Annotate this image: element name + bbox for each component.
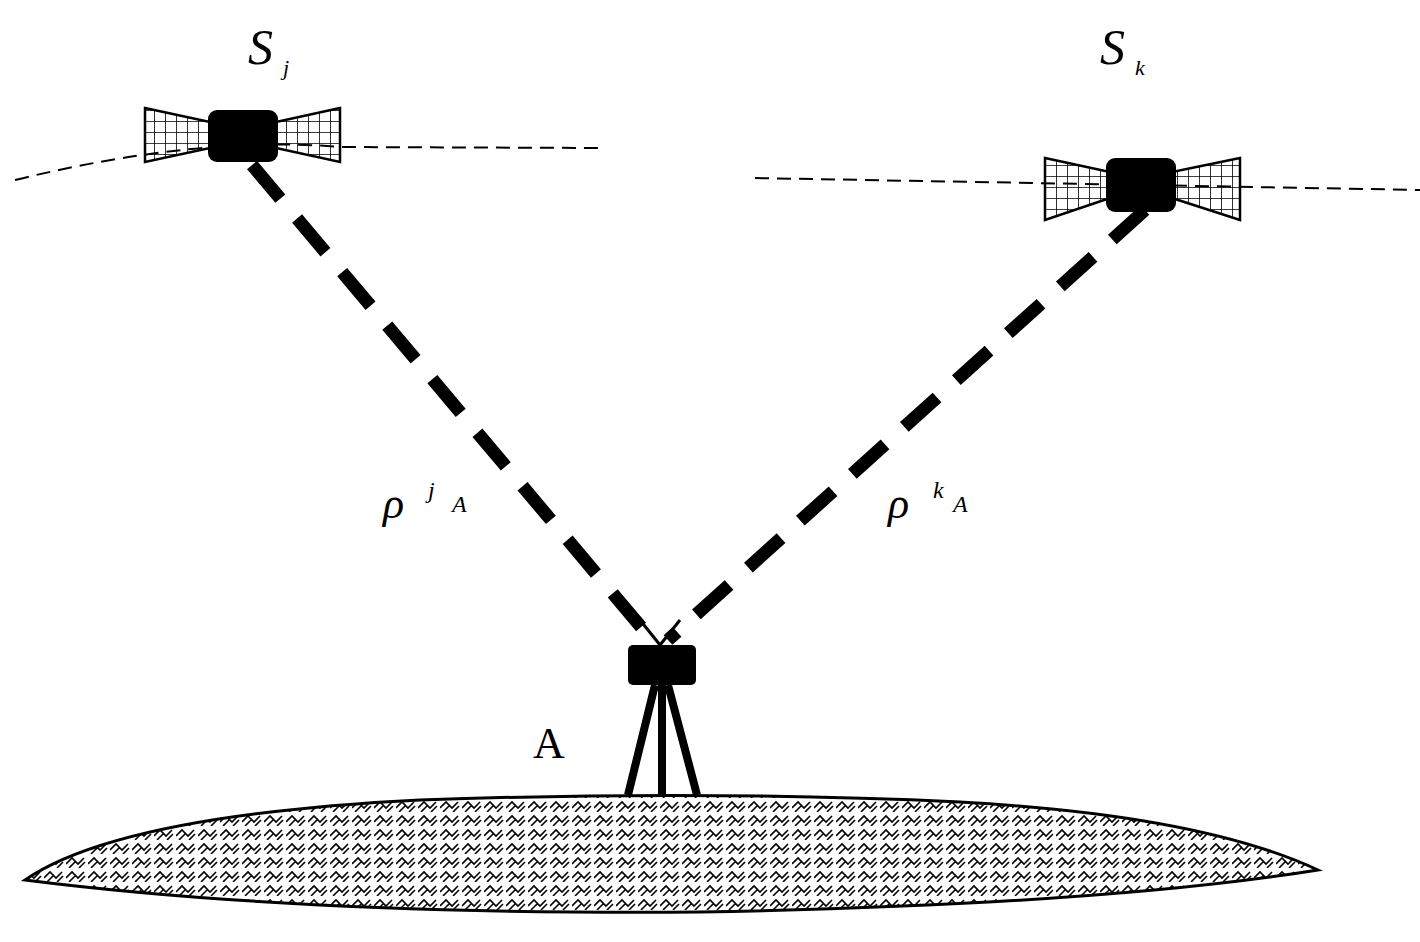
satellite-symbol [1045,158,1240,220]
receiver-symbol [628,620,697,795]
satellite-name: S [248,22,273,72]
superscript: k [933,478,944,502]
satellite-name: S [1100,22,1125,72]
range-symbol: ρ [888,482,909,526]
satellite-symbol [145,108,340,162]
station-name: A [533,722,565,766]
subscript: k [1135,57,1145,79]
subscript: j [283,57,289,79]
subscript: A [953,492,968,516]
ground [25,795,1318,912]
signal-path [668,210,1145,640]
subscript: A [452,492,467,516]
signal-path [252,165,652,640]
range-symbol: ρ [383,482,404,526]
superscript: j [428,478,435,502]
